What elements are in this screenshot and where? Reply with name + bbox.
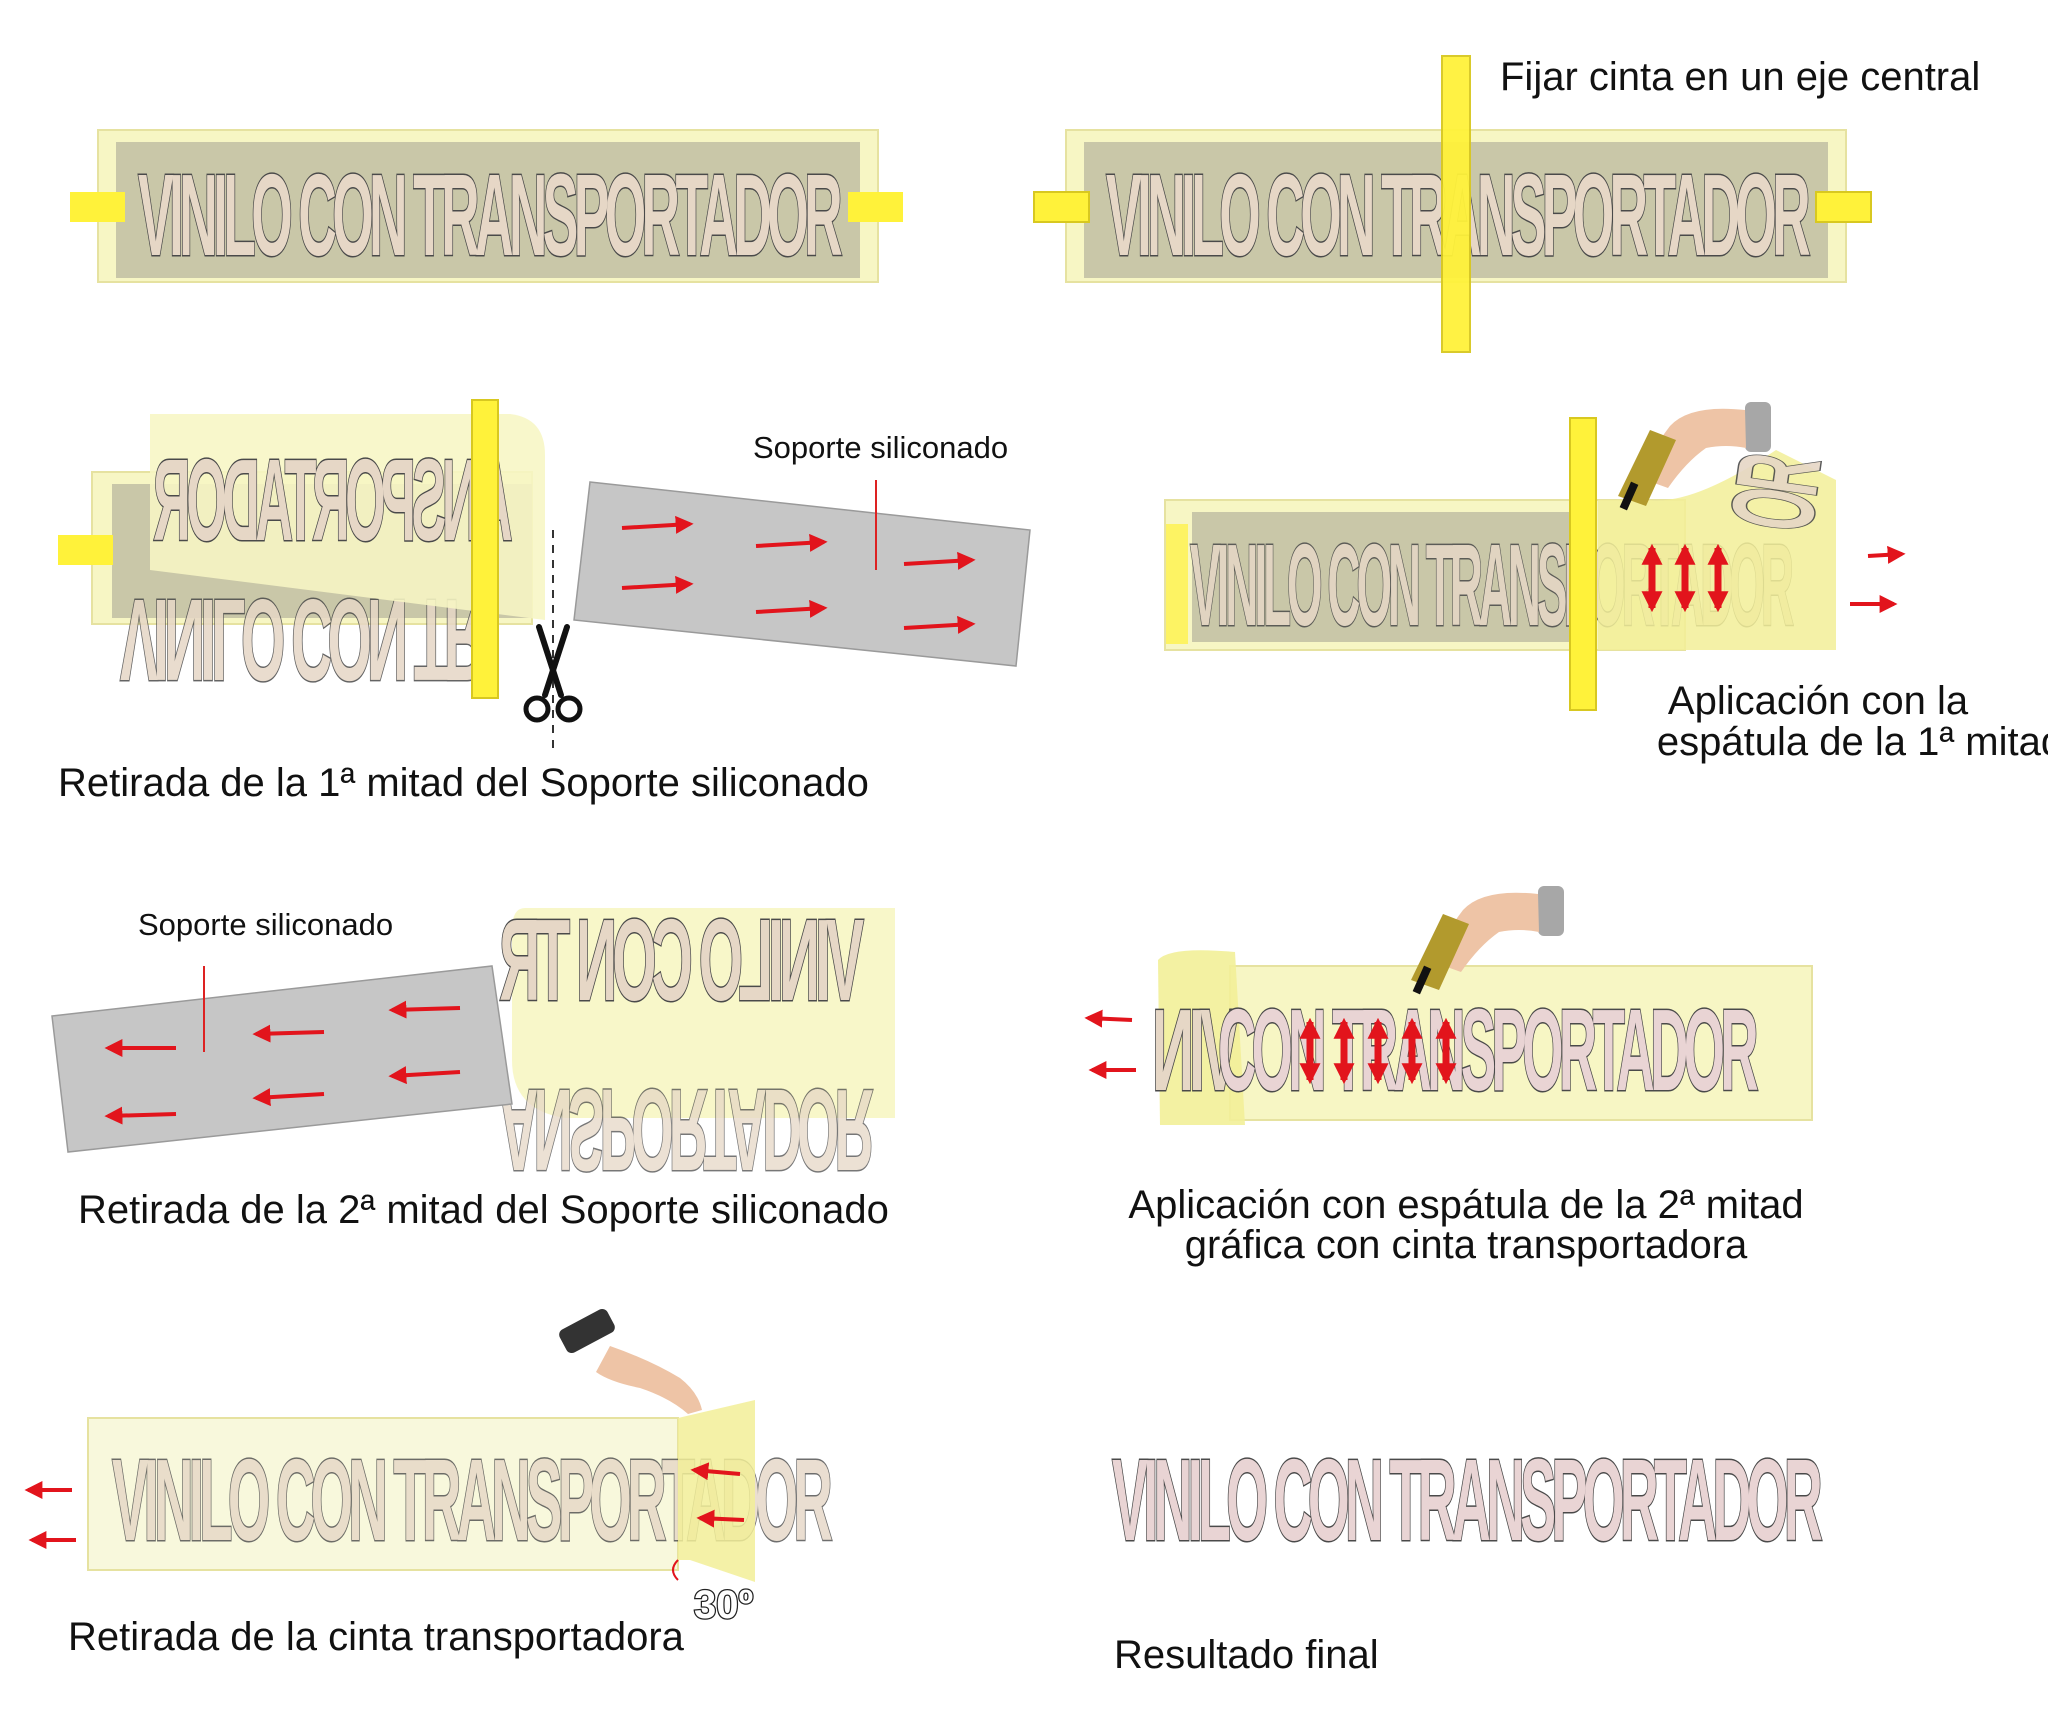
- peel-direction-arrows: [104, 1000, 461, 1125]
- peeled-transfer-sheet: [150, 414, 545, 620]
- hand-with-squeegee-icon: [1411, 886, 1564, 995]
- mirrored-upper-fragment: VINILO CON TR: [500, 895, 864, 1025]
- left-edge-tape: [1166, 524, 1188, 644]
- step-5-remove-second-half-backing: VINILO CON TR ANSPORTADOR Soporte silico…: [51, 894, 895, 1232]
- center-tape-strip: [1569, 417, 1597, 711]
- step-4-caption-line-1: Aplicación con la: [1668, 679, 1969, 723]
- peel-direction-arrows: [621, 515, 976, 634]
- final-vinyl-text: VINILO CON TRANSPORTADOR: [1112, 1435, 1822, 1565]
- step-1-vinyl-with-transfer: VINILO CON TRANSPORTADOR: [70, 129, 903, 283]
- transfer-tape-sheet: [87, 1417, 679, 1571]
- step-7-remove-transfer-tape: VINILO CON TRANSPORTADOR 30º Retirada de…: [24, 1308, 843, 1659]
- angle-label: 30º: [694, 1583, 753, 1627]
- transfer-tape-sheet: [1229, 965, 1813, 1121]
- transfer-tape-sheet: [512, 908, 895, 1118]
- step-2-caption: Fijar cinta en un eje central: [1500, 55, 1980, 99]
- applied-vinyl-text: CON TRANSPORTADOR: [1218, 985, 1758, 1115]
- pull-direction-arrows: [1084, 1009, 1136, 1079]
- vinyl-graphic-text: VINILO CON TRANSPORTADOR: [138, 150, 842, 280]
- step-4-caption-line-2: espátula de la 1ª mitad: [1657, 720, 2048, 764]
- step-3-caption: Retirada de la 1ª mitad del Soporte sili…: [58, 761, 869, 805]
- silicone-backing-removed: [573, 481, 1031, 667]
- scissors-icon: [523, 624, 583, 723]
- step-8-final-result: VINILO CON TRANSPORTADOR Resultado final: [1111, 1434, 1834, 1678]
- hand-with-squeegee-icon: [1618, 402, 1771, 511]
- tape-strip-left: [1033, 191, 1090, 223]
- silicone-backing-removed: [51, 965, 513, 1153]
- tape-strip-left: [58, 535, 113, 565]
- mirrored-upper-fragment: ANSPORTADOR: [154, 435, 513, 565]
- tape-strip-right: [1815, 191, 1872, 223]
- step-3-remove-first-half-backing: VINILO CON TR ANSPORTADOR Soporte silico…: [58, 399, 1031, 805]
- angle-arc-icon: [672, 1559, 679, 1581]
- squeegee-arrows: [1299, 1017, 1457, 1085]
- step-8-caption: Resultado final: [1114, 1633, 1379, 1677]
- mirrored-lower-fragment: ANSPORTADOR: [499, 1065, 873, 1195]
- center-tape-strip: [1441, 55, 1471, 353]
- step-6-caption-line-1: Aplicación con espátula de la 2ª mitad: [1128, 1183, 1803, 1227]
- step-2-fix-center-tape: VINILO CON TRANSPORTADOR Fijar cinta en …: [1033, 55, 1980, 353]
- silicone-backing-half: [1192, 512, 1594, 642]
- tape-strip-right: [848, 192, 903, 222]
- backing-label: Soporte siliconado: [753, 430, 1008, 465]
- peel-direction-arrows: [24, 1462, 745, 1549]
- step-4-squeegee-first-half: VINILO CON TRANSPORTADOR OR Aplicación c…: [1164, 402, 2048, 764]
- center-tape-strip: [471, 399, 499, 699]
- peeling-transfer-flap: [678, 1400, 755, 1582]
- pull-direction-arrows: [1850, 545, 1906, 613]
- step-5-caption: Retirada de la 2ª mitad del Soporte sili…: [78, 1188, 889, 1232]
- silicone-backing: [116, 142, 860, 278]
- step-7-caption: Retirada de la cinta transportadora: [68, 1615, 685, 1659]
- lifted-transfer-flap: [1158, 950, 1245, 1125]
- step-6-squeegee-second-half: VIN CON TRANSPORTADOR Aplicación con esp…: [1084, 886, 1813, 1267]
- hand-icon: [559, 1308, 702, 1414]
- step-6-caption-line-2: gráfica con cinta transportadora: [1185, 1223, 1748, 1267]
- backing-label: Soporte siliconado: [138, 907, 393, 942]
- mirrored-head-fragment: VIN: [1156, 985, 1239, 1115]
- tape-strip-left: [70, 192, 125, 222]
- squeegee-arrows: [1641, 543, 1729, 613]
